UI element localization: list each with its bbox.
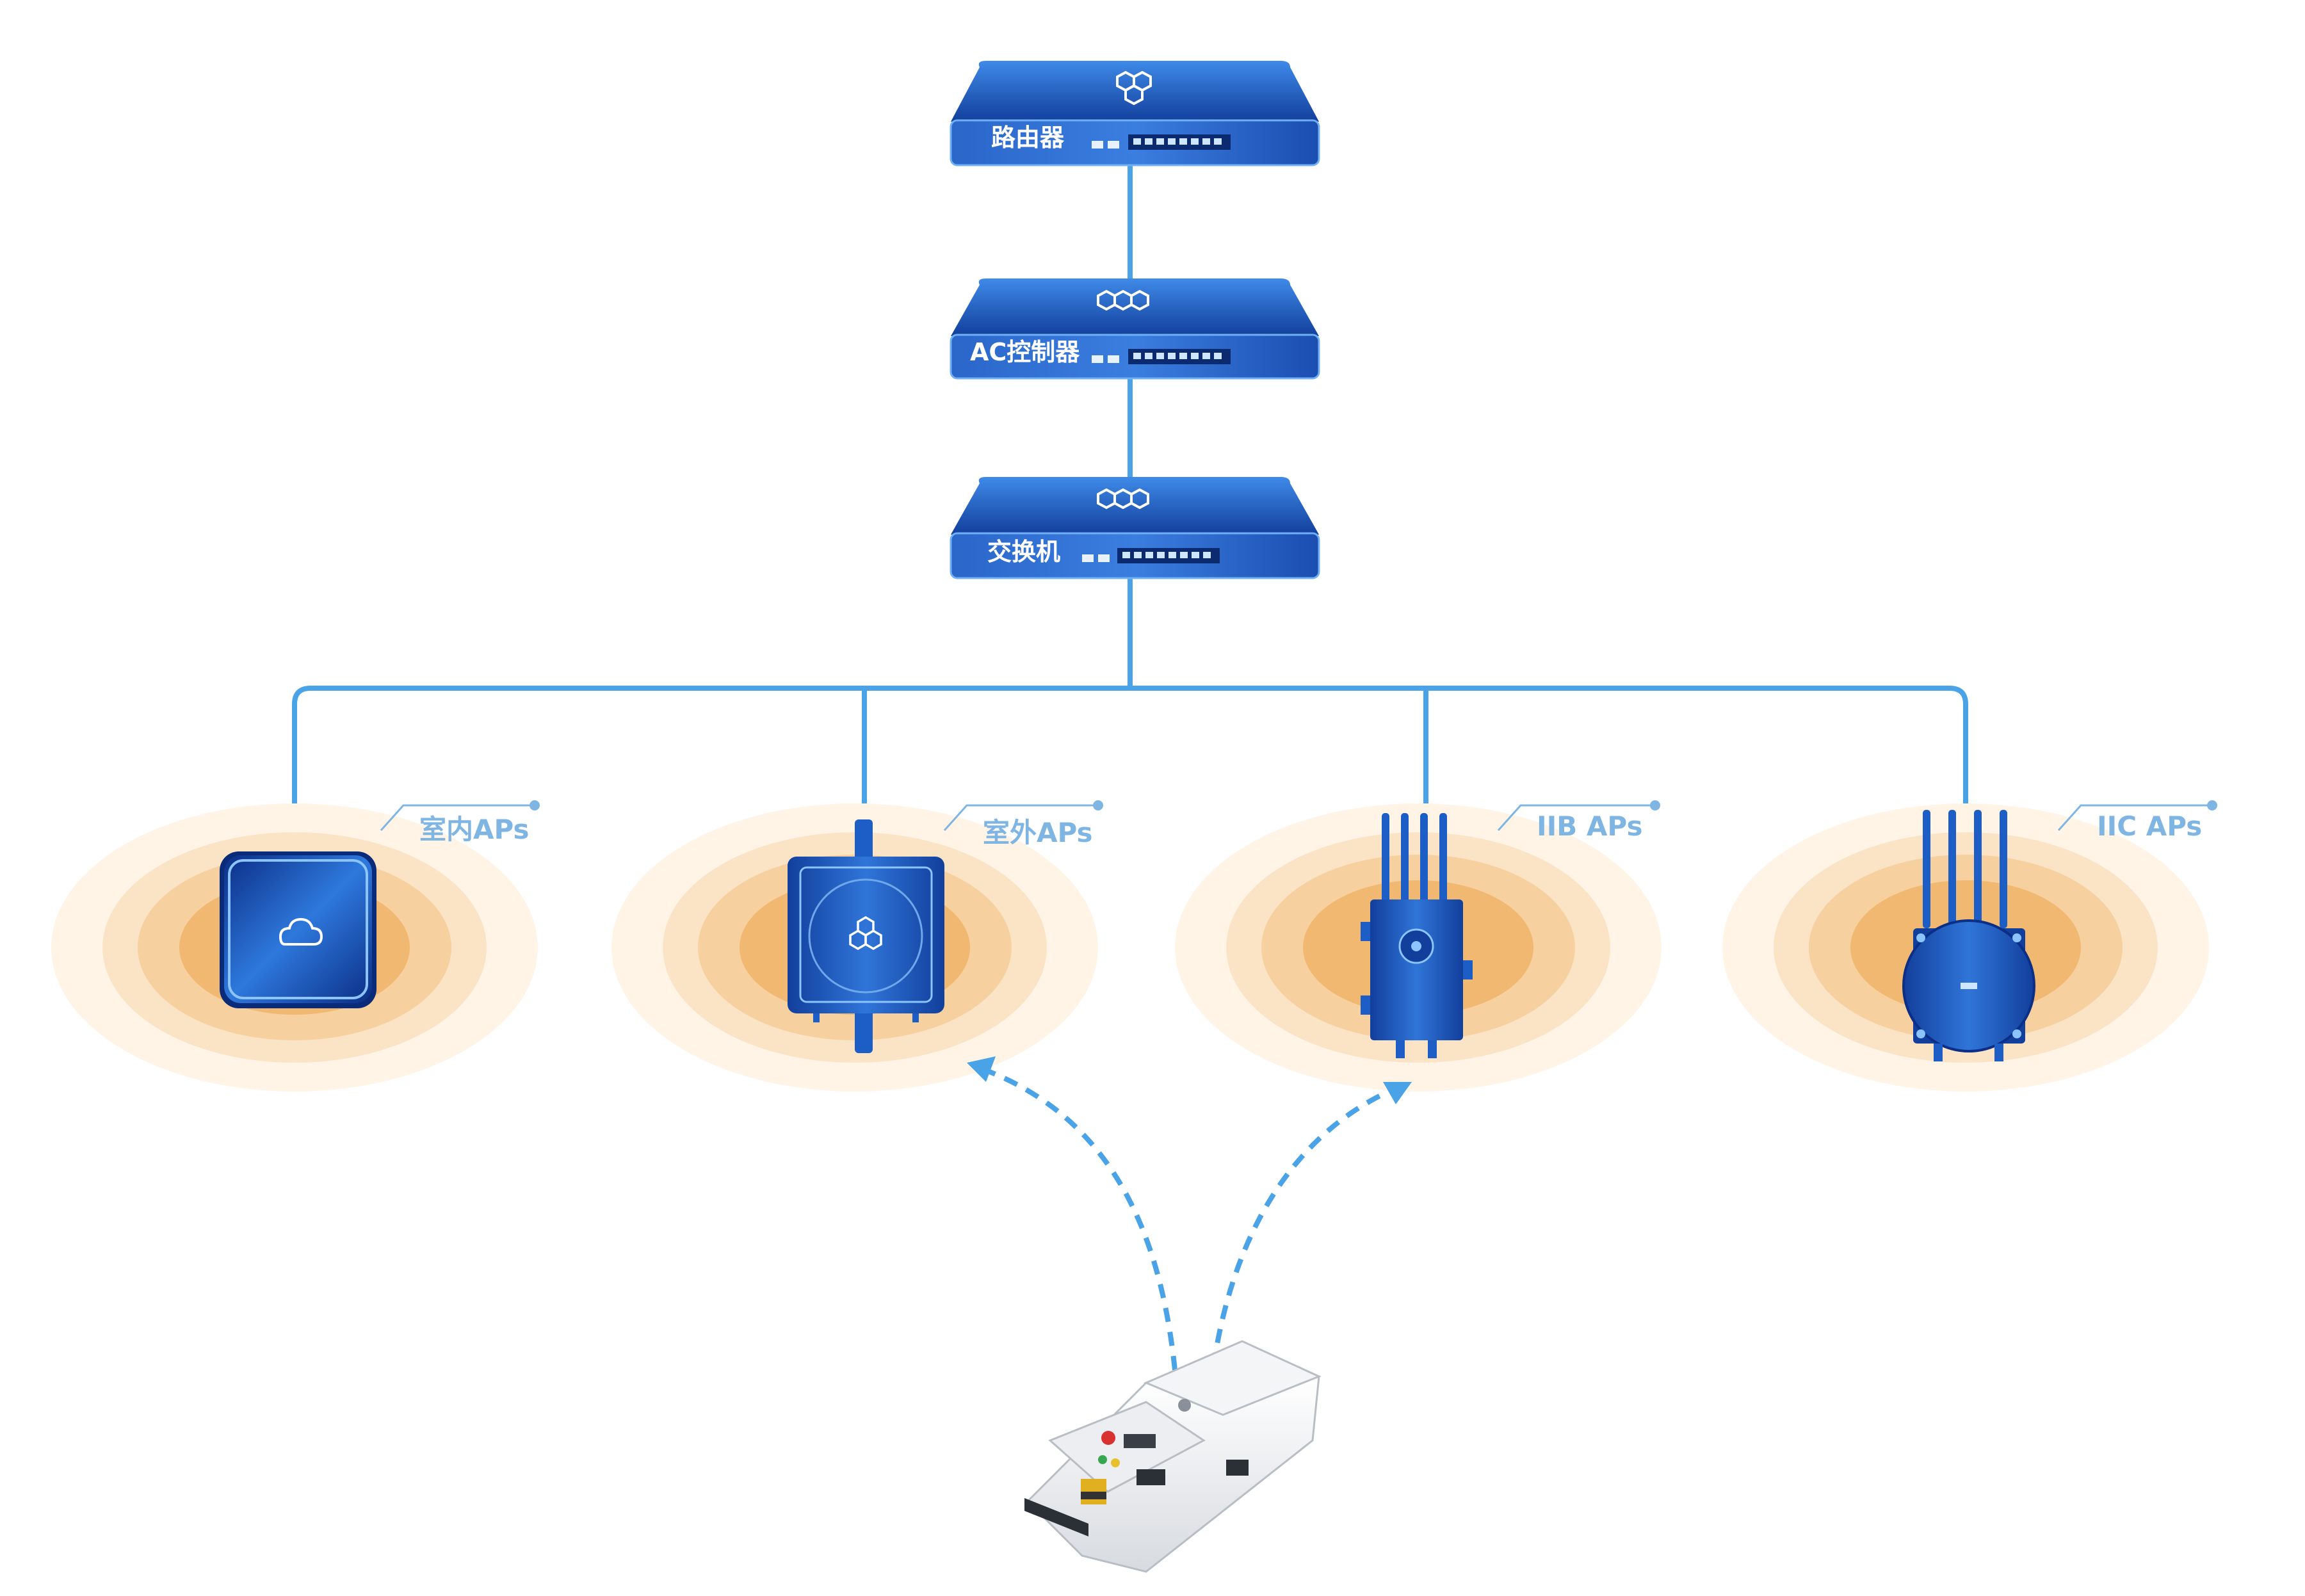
ac-controller-label: AC控制器	[970, 338, 1080, 366]
antenna-icon	[1923, 810, 2007, 928]
outdoor-ap-device	[788, 819, 944, 1053]
iic-ap-device	[1902, 810, 2035, 1061]
network-links	[292, 163, 1968, 803]
cloud-icon	[279, 917, 323, 946]
iic-ap-label: IIC APs	[2097, 810, 2202, 842]
indoor-ap-device	[220, 851, 376, 1008]
outdoor-ap-label: 室外APs	[983, 817, 1093, 848]
wireless-links	[982, 1067, 1397, 1371]
router-device: 路由器	[950, 61, 1320, 166]
agv-robot-icon	[1024, 1340, 1322, 1573]
ap-label-callouts	[380, 804, 2212, 832]
switch-label: 交换机	[987, 538, 1060, 566]
hexagon-cluster-icon	[1116, 70, 1152, 106]
hexagon-cluster-icon	[849, 915, 882, 951]
switch-device: 交换机	[950, 477, 1320, 579]
ac-controller-device: AC控制器	[950, 278, 1320, 380]
hexagon-cluster-icon	[1097, 289, 1149, 311]
indoor-ap-label: 室内APs	[419, 814, 530, 845]
iib-ap-label: IIB APs	[1537, 810, 1642, 842]
antenna-icon	[1382, 813, 1447, 903]
router-label: 路由器	[991, 124, 1065, 152]
iib-ap-device	[1361, 813, 1473, 1058]
hexagon-cluster-icon	[1097, 488, 1149, 510]
